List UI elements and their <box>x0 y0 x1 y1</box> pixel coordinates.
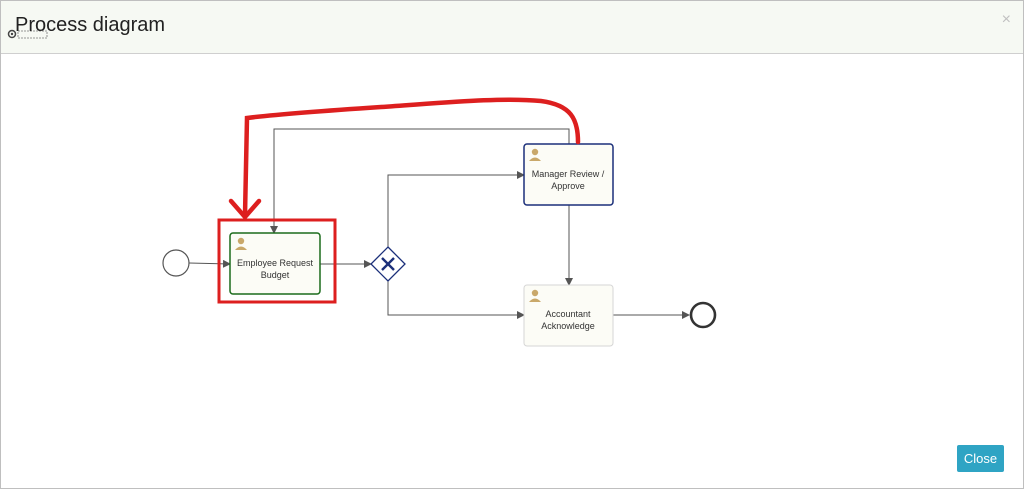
annotation-highlight-box <box>217 218 337 304</box>
user-icon <box>529 148 541 161</box>
annotation-arrowhead <box>228 198 262 220</box>
flow-start-to-employee <box>188 259 231 268</box>
task-label-line: Acknowledge <box>541 321 595 331</box>
annotation-arrow <box>242 97 581 218</box>
dialog-header: Process diagram × <box>1 1 1023 54</box>
user-icon <box>529 289 541 302</box>
task-manager-review[interactable] <box>523 143 614 206</box>
task-employee-request[interactable] <box>229 232 321 295</box>
user-icon <box>235 237 247 250</box>
close-icon[interactable]: × <box>1001 11 1011 28</box>
start-event[interactable] <box>162 249 190 277</box>
flow-manager-back-to-employee <box>270 128 570 234</box>
task-label-line: Approve <box>551 181 585 191</box>
end-event[interactable] <box>689 301 717 329</box>
flow-gateway-to-accountant <box>387 281 525 319</box>
close-button[interactable]: Close <box>957 445 1004 472</box>
task-label-line: Employee Request <box>236 258 314 268</box>
task-employee-request-label: Employee Request Budget <box>232 257 318 281</box>
task-manager-review-label: Manager Review / Approve <box>525 168 611 192</box>
dialog-title: Process diagram <box>15 14 166 36</box>
task-label-line: Accountant <box>545 309 591 319</box>
task-accountant-acknowledge[interactable] <box>523 284 614 347</box>
task-label-line: Budget <box>260 270 290 280</box>
task-label-line: Manager Review / <box>531 169 605 179</box>
flow-gateway-to-manager <box>387 171 525 247</box>
broken-image-icon <box>7 29 48 39</box>
exclusive-gateway[interactable] <box>370 246 406 282</box>
task-accountant-acknowledge-label: Accountant Acknowledge <box>525 308 611 332</box>
